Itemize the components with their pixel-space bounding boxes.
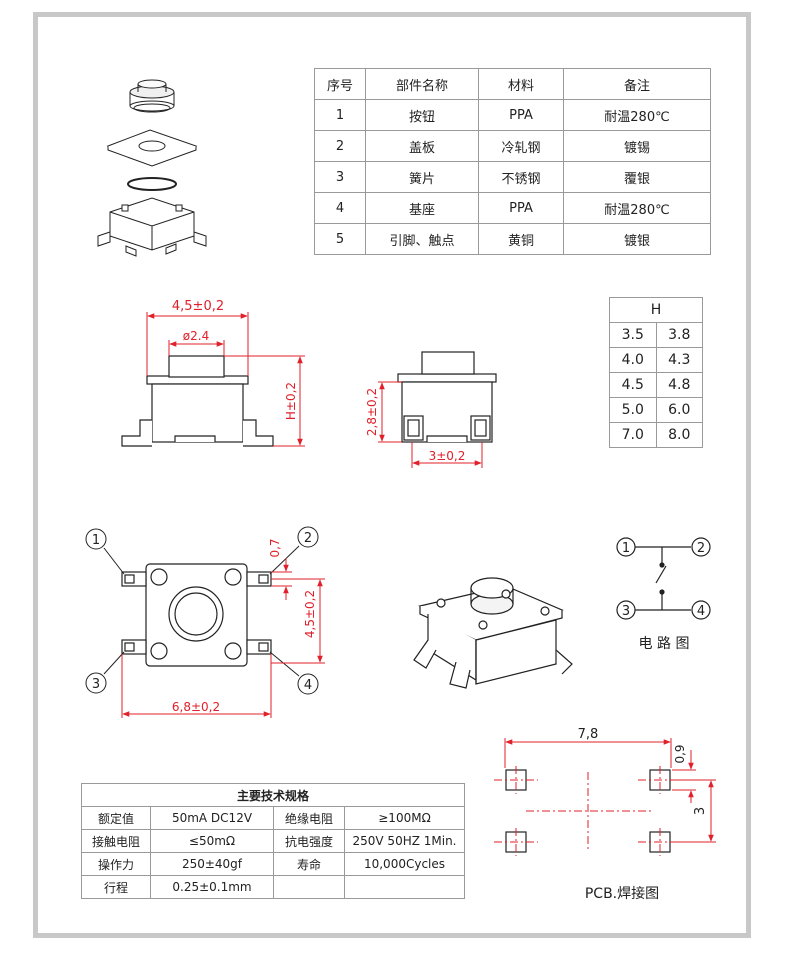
table-cell: 6.0	[655, 397, 703, 423]
circuit-diagram	[616, 537, 711, 620]
pcb-pitch-label: 3	[693, 807, 708, 815]
table-cell: 耐温280℃	[563, 192, 711, 224]
table-cell: 接触电阻	[81, 829, 151, 853]
table-cell: 镀银	[563, 223, 711, 255]
table-cell: 绝缘电阻	[273, 806, 345, 830]
table-cell: 4	[314, 192, 366, 224]
parts-table: 序号 部件名称 材料 备注 1 按钮 PPA 耐温280℃ 2 盖板 冷轧钢 镀…	[314, 68, 711, 255]
table-cell: 不锈钢	[478, 161, 564, 193]
table-row: 4 基座 PPA 耐温280℃	[314, 192, 711, 224]
table-cell: 盖板	[365, 130, 479, 162]
parts-header: 材料	[478, 68, 564, 100]
side-view-dims	[378, 381, 483, 468]
front-view	[121, 355, 274, 447]
table-cell: 引脚、触点	[365, 223, 479, 255]
pcb-caption: PCB.焊接图	[585, 885, 659, 902]
table-cell: 4.0	[609, 347, 657, 373]
table-cell: 50mA DC12V	[150, 806, 274, 830]
callout-1: 1	[92, 533, 100, 548]
front-width-label: 4,5±0,2	[172, 299, 224, 314]
exploded-view	[97, 79, 207, 257]
table-cell: 10,000Cycles	[344, 852, 465, 876]
circuit-node-4: 4	[697, 604, 705, 619]
table-cell: 4.8	[655, 372, 703, 398]
top-pitch-label: 0,7	[268, 538, 282, 557]
table-cell: PPA	[478, 192, 564, 224]
table-row: 操作力 250±40gf 寿命 10,000Cycles	[81, 852, 465, 876]
table-cell: 按钮	[365, 99, 479, 131]
table-cell: 抗电强度	[273, 829, 345, 853]
table-cell	[344, 875, 465, 899]
table-cell: 冷轧钢	[478, 130, 564, 162]
base-part	[97, 197, 207, 257]
table-cell: 250V 50HZ 1Min.	[344, 829, 465, 853]
side-height-label: 2,8±0,2	[365, 388, 379, 436]
cover-plate-part	[106, 129, 198, 167]
callout-2: 2	[304, 531, 312, 546]
pcb-pad-label: 0,9	[673, 744, 687, 763]
table-cell	[273, 875, 345, 899]
isometric-view	[413, 577, 573, 689]
table-row: 1 按钮 PPA 耐温280℃	[314, 99, 711, 131]
pcb-centerlines	[494, 766, 682, 856]
table-cell: 8.0	[655, 422, 703, 448]
top-width-label: 6,8±0,2	[172, 700, 220, 714]
pcb-width-label: 7,8	[578, 727, 599, 742]
circuit-node-2: 2	[697, 541, 705, 556]
table-row: 接触电阻 ≤50mΩ 抗电强度 250V 50HZ 1Min.	[81, 829, 465, 853]
spec-table: 主要技术规格 额定值 50mA DC12V 绝缘电阻 ≥100MΩ 接触电阻 ≤…	[81, 783, 465, 899]
front-view-dims	[146, 312, 305, 447]
table-cell: ≥100MΩ	[344, 806, 465, 830]
table-row: 5 引脚、触点 黄铜 镀银	[314, 223, 711, 255]
table-cell: 覆银	[563, 161, 711, 193]
button-diameter-label: ø2.4	[183, 329, 209, 343]
side-width-label: 3±0,2	[429, 449, 466, 463]
table-cell: 0.25±0.1mm	[150, 875, 274, 899]
table-cell: 行程	[81, 875, 151, 899]
table-cell: 2	[314, 130, 366, 162]
circuit-node-3: 3	[622, 604, 630, 619]
circuit-caption: 电 路 图	[639, 636, 690, 652]
table-cell: 7.0	[609, 422, 657, 448]
table-cell: 镀锡	[563, 130, 711, 162]
side-view	[397, 351, 497, 443]
table-cell: 黄铜	[478, 223, 564, 255]
height-label: H±0,2	[284, 382, 298, 420]
top-height-label: 4,5±0,2	[303, 590, 317, 638]
table-row: 行程 0.25±0.1mm	[81, 875, 465, 899]
pcb-dims	[504, 738, 716, 843]
table-cell: 基座	[365, 192, 479, 224]
table-cell: PPA	[478, 99, 564, 131]
spec-table-title: 主要技术规格	[81, 783, 465, 807]
callout-3: 3	[92, 677, 100, 692]
circuit-node-1: 1	[622, 541, 630, 556]
top-view	[121, 563, 272, 667]
button-part	[129, 79, 175, 113]
spring-part	[127, 177, 177, 191]
table-row: 2 盖板 冷轧钢 镀锡	[314, 130, 711, 162]
top-view-dims	[121, 558, 325, 718]
callout-4: 4	[304, 678, 312, 693]
top-view-callouts	[85, 526, 319, 695]
